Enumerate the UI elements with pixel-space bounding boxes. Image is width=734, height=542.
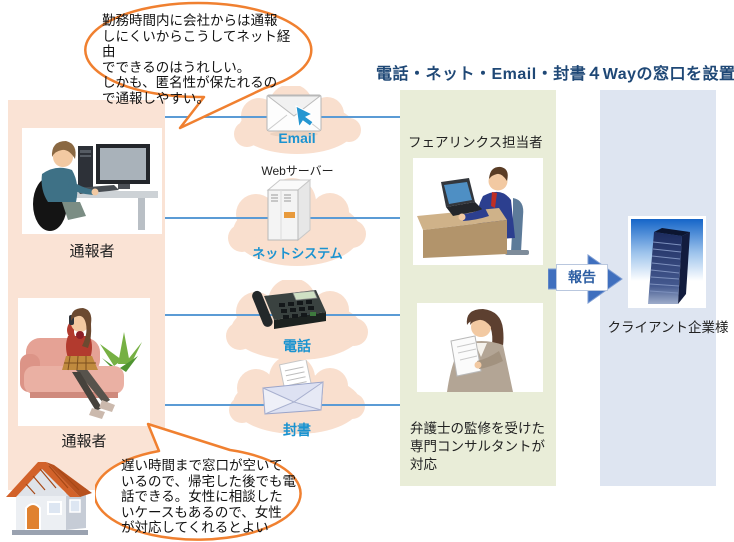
web-server-label: Webサーバー xyxy=(261,164,334,178)
reporter-computer-photo xyxy=(22,128,162,234)
staff-panel xyxy=(400,90,556,486)
net-channel-label: ネットシステム xyxy=(252,246,343,261)
mail-channel-label: 封書 xyxy=(283,422,311,438)
office-building-icon xyxy=(631,219,703,304)
speech-bubble-top-text: 勤務時間内に会社からは通報 しにくいからこうしてネット経由 でできるのはうれしい… xyxy=(102,13,291,106)
speech-bubble-bottom-text: 遅い時間まで窓口が空いて いるので、帰宅した後でも電 話できる。女性に相談した … xyxy=(121,458,296,535)
speech-bubble-top-shape xyxy=(84,1,313,130)
reporter-computer-illustration xyxy=(22,128,162,234)
staff-consultant-photo xyxy=(417,303,543,392)
mail-icon xyxy=(262,360,324,415)
speech-bubble-top: 勤務時間内に会社からは通報 しにくいからこうしてネット経由 でできるのはうれしい… xyxy=(80,0,316,136)
report-label: 報告 xyxy=(556,264,608,291)
email-channel-label: Email xyxy=(278,130,316,146)
email-icon xyxy=(266,94,322,137)
client-label: クライアント企業様 xyxy=(607,320,729,335)
staff-desk-photo xyxy=(413,158,543,265)
speech-bubble-bottom: 遅い時間まで窓口が空いて いるので、帰宅した後でも電 話できる。女性に相談した … xyxy=(95,416,313,542)
house-icon xyxy=(6,462,92,535)
reporter-sofa-illustration xyxy=(18,298,150,426)
phone-channel-label: 電話 xyxy=(283,338,311,354)
staff-consultant-illustration xyxy=(417,303,543,392)
reporter-top-label: 通報者 xyxy=(69,243,115,260)
reporter-bottom-label: 通報者 xyxy=(61,433,107,450)
reporter-sofa-photo xyxy=(18,298,150,426)
staff-desk-illustration xyxy=(413,158,543,265)
staff-note: 弁護士の監修を受けた 専門コンサルタントが 対応 xyxy=(410,421,545,472)
speech-bubble-bottom-shape xyxy=(95,422,302,541)
phone-icon xyxy=(252,290,326,329)
staff-heading: フェアリンクス担当者 xyxy=(408,135,543,150)
client-building-photo xyxy=(628,216,706,308)
page-title: 電話・ネット・Email・封書４Wayの窓口を設置 xyxy=(376,66,734,83)
web-server-icon xyxy=(266,178,312,242)
